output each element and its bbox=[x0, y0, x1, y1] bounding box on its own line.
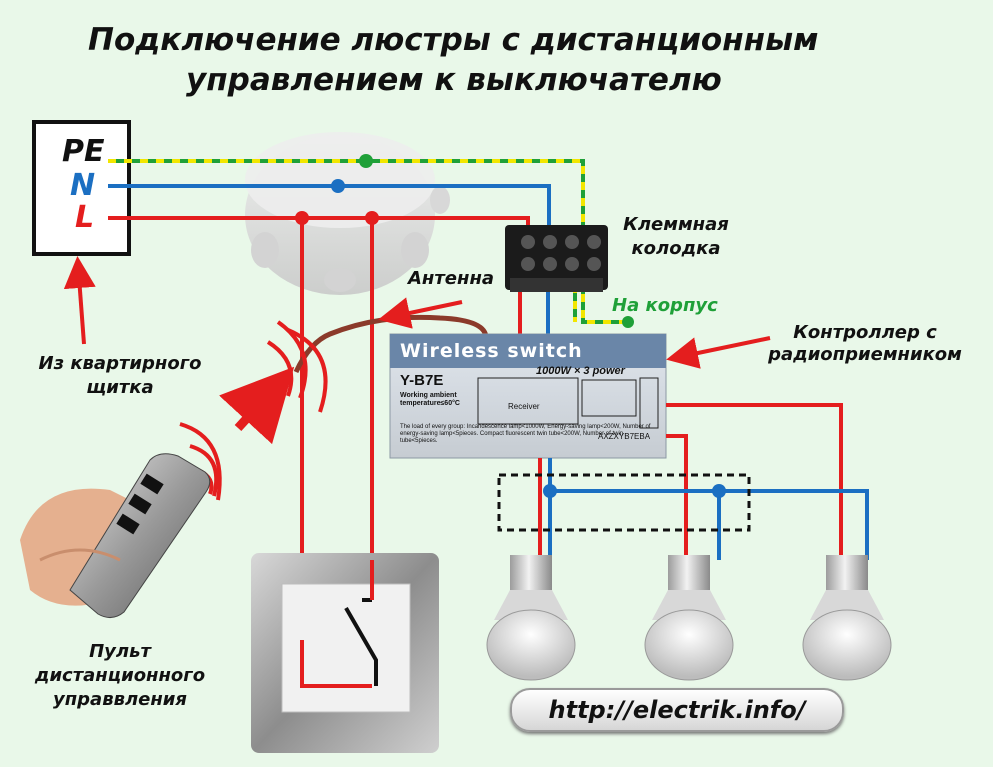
annotation-arrows bbox=[63, 256, 771, 369]
led-bulb-icon bbox=[486, 555, 576, 681]
wall-switch-icon bbox=[251, 553, 439, 753]
l-label: L bbox=[75, 200, 95, 235]
terminal-block-label: Клеммная колодка bbox=[623, 214, 729, 259]
dashed-group-box bbox=[497, 473, 751, 532]
controller-title: Wireless switch bbox=[400, 340, 583, 362]
controller-icon bbox=[389, 333, 667, 459]
antenna-label: Антенна bbox=[408, 268, 495, 289]
controller-receiver: Receiver bbox=[508, 402, 540, 411]
remote-control-icon bbox=[20, 453, 211, 618]
terminal-block-icon bbox=[505, 225, 608, 292]
controller-power: 1000W × 3 power bbox=[536, 365, 625, 377]
website-link[interactable]: http://electrik.info/ bbox=[510, 688, 844, 732]
lamp-wires bbox=[538, 403, 869, 560]
signal-arrow-icon bbox=[218, 366, 295, 445]
led-bulb-icon bbox=[802, 555, 892, 681]
title-line-1: Подключение люстры с дистанционным bbox=[88, 22, 819, 58]
controller-label: Контроллер с радиоприемником bbox=[768, 322, 962, 365]
controller-load-text: The load of every group: Incandescence l… bbox=[400, 424, 651, 444]
controller-code: AXZXYB7EBA bbox=[598, 432, 651, 441]
from-panel-label: Из квартирного щитка bbox=[38, 353, 202, 398]
title-line-2: управлением к выключателю bbox=[186, 62, 722, 98]
chassis-label: На корпус bbox=[612, 295, 718, 316]
led-bulb-icon bbox=[644, 555, 734, 681]
remote-label: Пульт дистанционного управвления bbox=[34, 641, 206, 710]
pe-label: PE bbox=[62, 134, 105, 169]
controller-model: Y-B7E bbox=[400, 372, 444, 389]
n-label: N bbox=[70, 168, 96, 203]
controller-ambient: Working ambient temperature≤60°C bbox=[400, 392, 460, 407]
